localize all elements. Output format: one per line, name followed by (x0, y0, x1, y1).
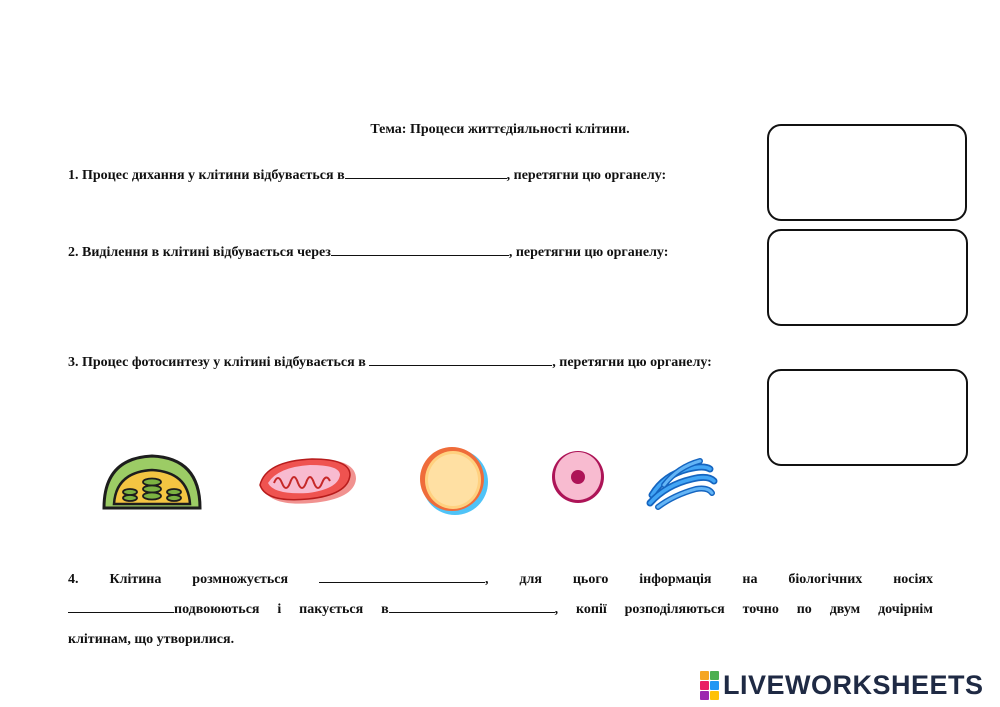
question-4: 4. Клітина розмножується , для цього інф… (68, 565, 933, 655)
worksheet-title: Тема: Процеси життєдіяльності клітини. (370, 122, 630, 137)
liveworksheets-logo: LIVEWORKSHEETS (700, 670, 984, 701)
question-4-blank-2-input[interactable] (68, 599, 174, 613)
question-3-text: 3. Процес фотосинтезу у клітині відбуває… (68, 355, 370, 370)
question-4-line-1: 4. Клітина розмножується , для цього інф… (68, 565, 933, 595)
logo-icon (700, 671, 719, 700)
q4-word: пакується (299, 602, 364, 617)
q4-word: в (381, 602, 389, 617)
vacuole-icon[interactable] (416, 443, 492, 517)
question-3-blank-input[interactable] (369, 352, 553, 366)
question-1-blank-input[interactable] (344, 165, 507, 179)
q4-word: по (796, 602, 812, 617)
q4-word: цього (572, 572, 609, 587)
question-1-text: 1. Процес дихання у клітини відбувається… (68, 168, 345, 183)
drop-zone-1[interactable] (767, 124, 967, 221)
q4-word: двум (829, 602, 861, 617)
question-2-text: 2. Виділення в клітині відбувається чере… (68, 245, 331, 260)
question-2: 2. Виділення в клітині відбувається чере… (68, 242, 668, 261)
question-1: 1. Процес дихання у клітини відбувається… (68, 165, 666, 184)
question-2-blank-input[interactable] (330, 242, 509, 256)
question-3-suffix: , перетягни цю органелу: (552, 355, 712, 370)
q4-word: розподіляються (624, 602, 725, 617)
q4-word: на (742, 572, 758, 587)
q4-word: , (484, 572, 489, 587)
question-4-line-3: клітинам, що утворилися. (68, 632, 235, 647)
chloroplast-icon[interactable] (100, 450, 204, 514)
question-1-suffix: , перетягни цю органелу: (506, 168, 667, 183)
logo-text: LIVEWORKSHEETS (723, 670, 984, 700)
q4-word: , (554, 602, 559, 617)
q4-word: подвоюються (174, 602, 260, 617)
q4-word: для (519, 572, 542, 587)
mitochondrion-icon[interactable] (256, 453, 362, 511)
q4-word: точно (742, 602, 779, 617)
question-4-blank-1-input[interactable] (318, 569, 485, 583)
question-4-blank-3-input[interactable] (388, 599, 555, 613)
q4-word: інформація (639, 572, 712, 587)
q4-word: 4. (68, 572, 79, 587)
nucleus-icon[interactable] (549, 447, 607, 505)
q4-word: носіях (893, 572, 933, 587)
drop-zone-2[interactable] (767, 229, 968, 326)
q4-word: і (277, 602, 282, 617)
q4-word: розмножується (192, 572, 289, 587)
question-3: 3. Процес фотосинтезу у клітині відбуває… (68, 352, 712, 371)
q4-word: дочірнім (878, 602, 933, 617)
q4-word: біологічних (788, 572, 863, 587)
question-4-line-2: подвоюються і пакується в, копії розподі… (68, 595, 933, 625)
question-2-suffix: , перетягни цю органелу: (508, 245, 669, 260)
q4-word: Клітина (109, 572, 162, 587)
drop-zone-3[interactable] (767, 369, 968, 466)
golgi-apparatus-icon[interactable] (644, 455, 718, 511)
q4-word: копії (576, 602, 607, 617)
